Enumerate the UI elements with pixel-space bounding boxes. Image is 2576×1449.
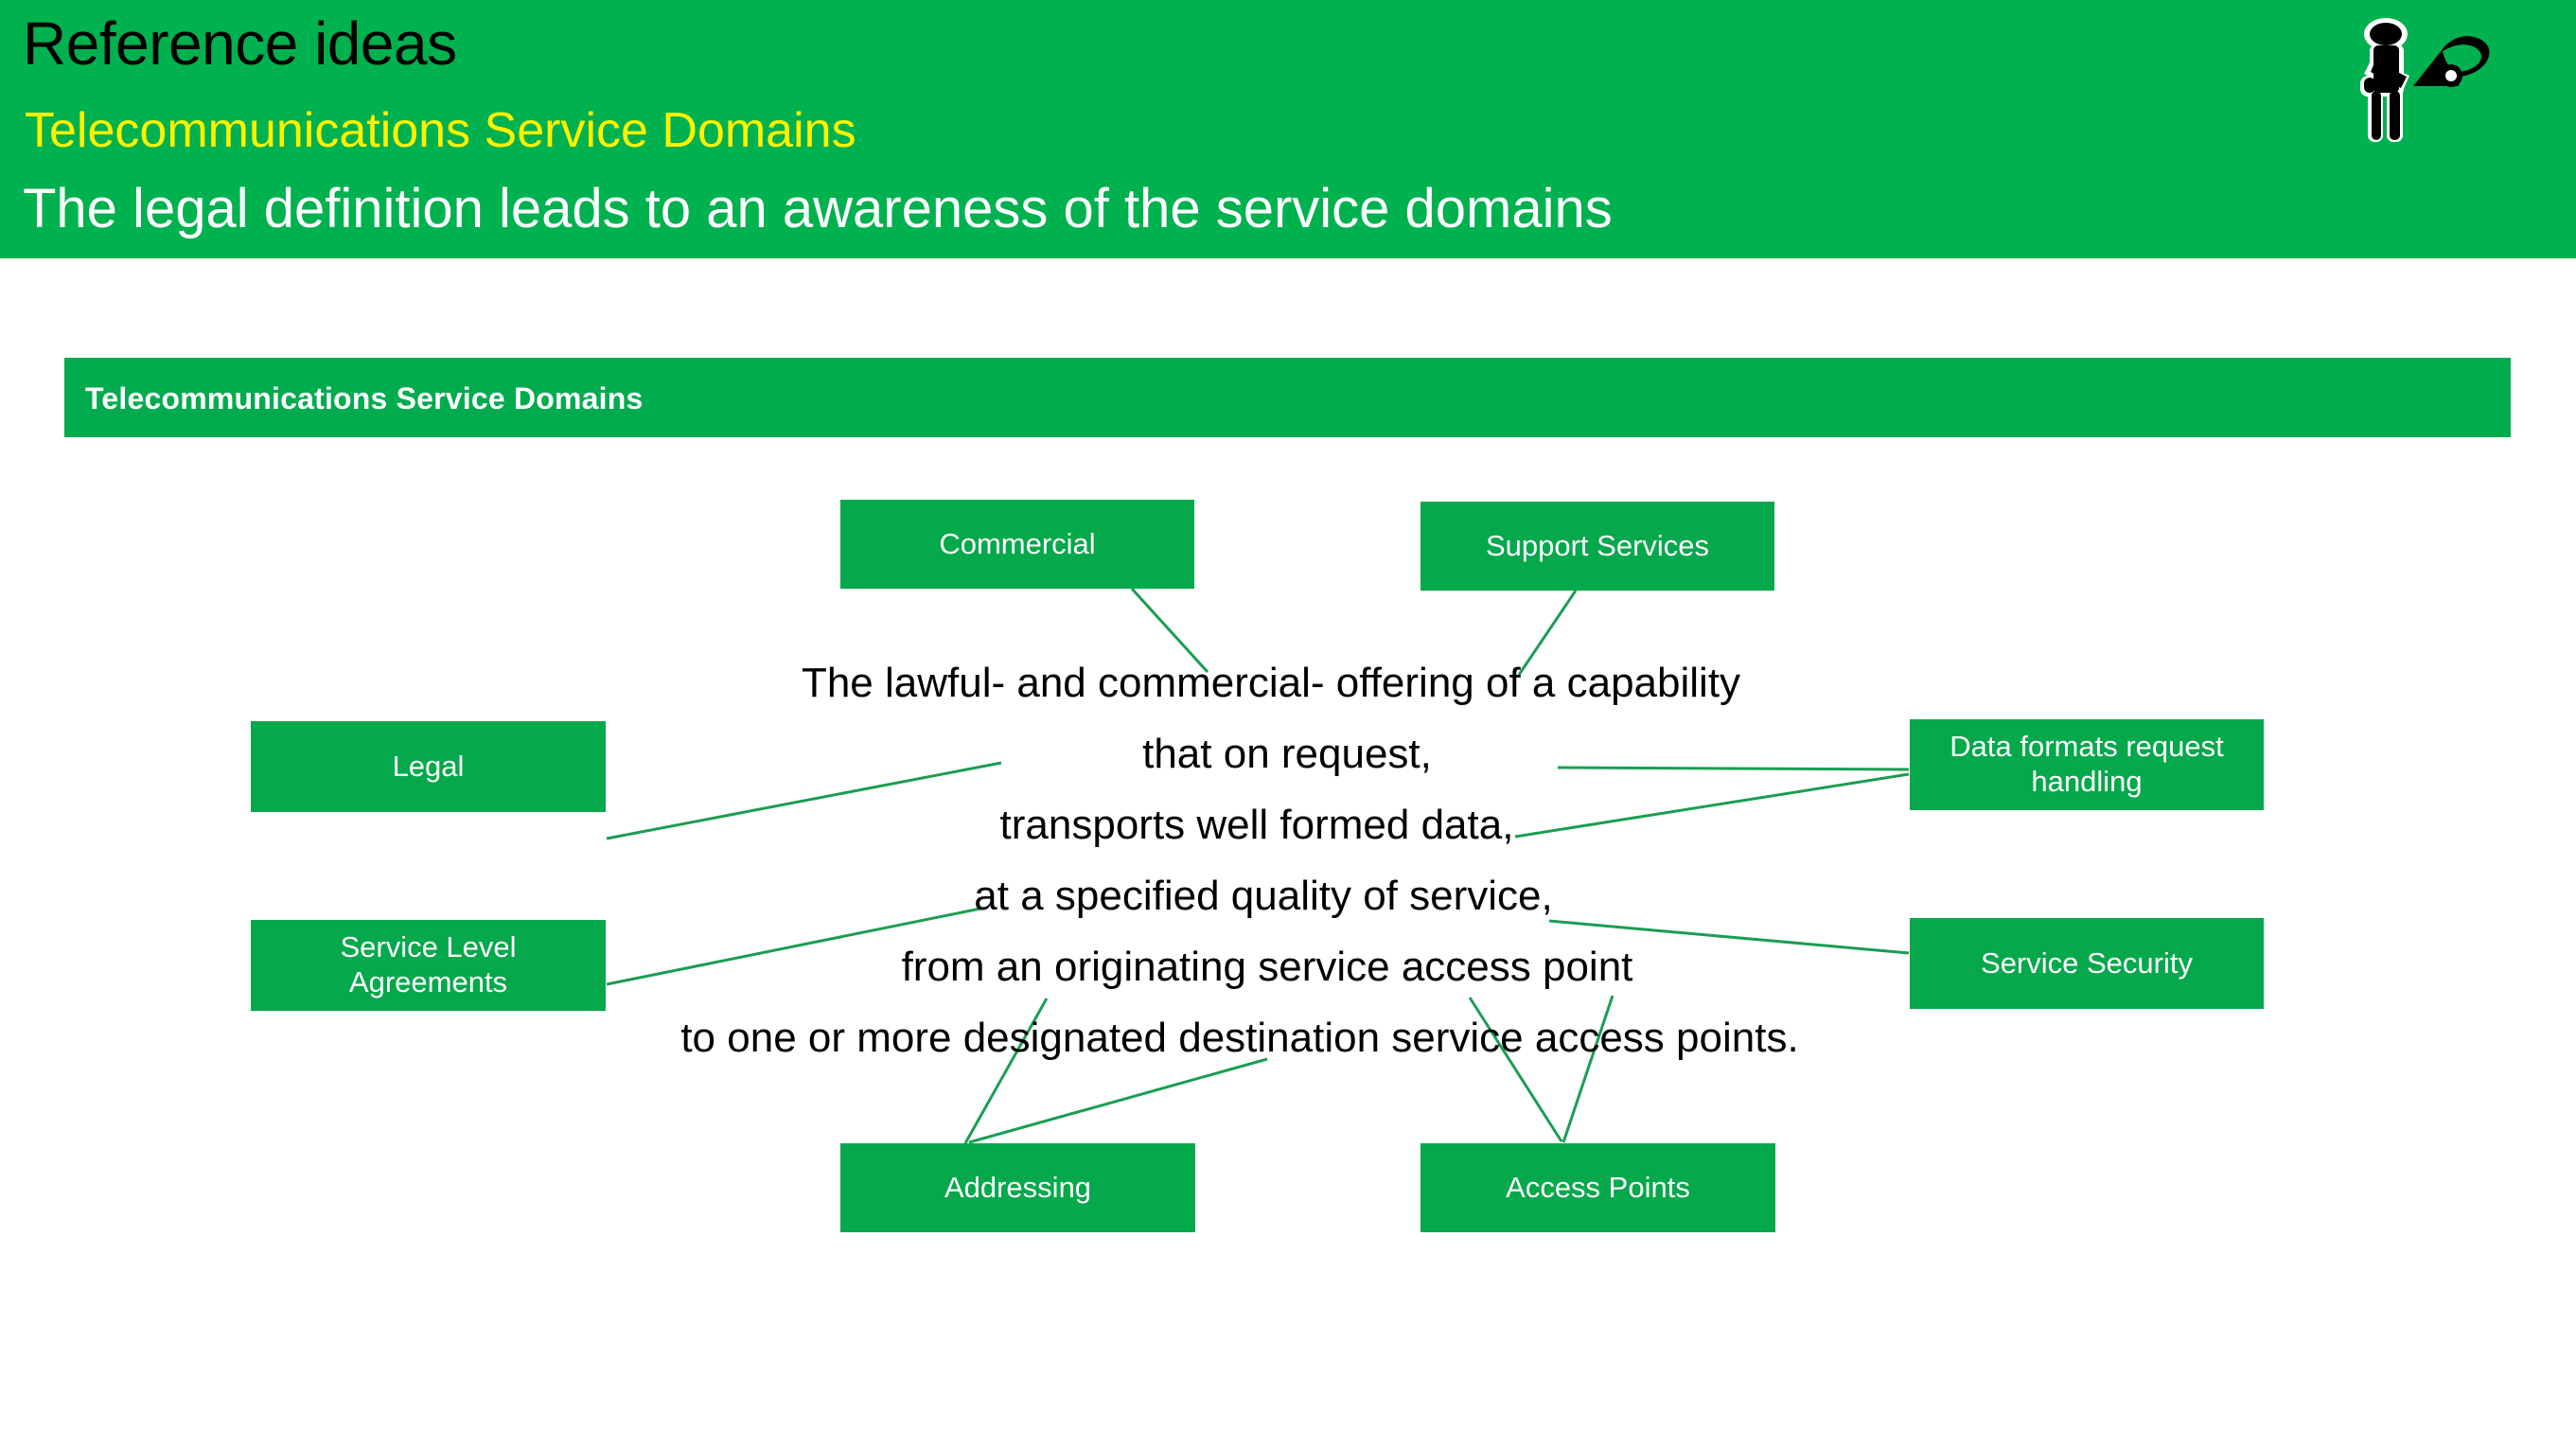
- node-support-services[interactable]: Support Services: [1420, 502, 1774, 591]
- service-definition-text: The lawful- and commercial- offering of …: [680, 660, 1836, 1088]
- node-label: Legal: [392, 749, 465, 783]
- page-title: Reference ideas: [23, 9, 457, 78]
- node-label: Addressing: [944, 1170, 1092, 1204]
- node-label: Data formats request handling: [1950, 730, 2224, 798]
- node-legal[interactable]: Legal: [251, 721, 606, 812]
- header-banner: Reference ideas Telecommunications Servi…: [0, 0, 2576, 258]
- node-data-formats-request-handling[interactable]: Data formats request handling: [1910, 719, 2264, 810]
- definition-line: to one or more designated destination se…: [680, 1015, 1799, 1061]
- section-header-label: Telecommunications Service Domains: [85, 381, 644, 415]
- header-subtitle: Telecommunications Service Domains: [25, 103, 856, 158]
- person-with-phone-icon: [2360, 18, 2490, 142]
- definition-line: that on request,: [1142, 731, 1432, 777]
- node-access-points[interactable]: Access Points: [1420, 1143, 1775, 1232]
- definition-line: The lawful- and commercial- offering of …: [801, 660, 1741, 706]
- section-header-bar: Telecommunications Service Domains: [64, 358, 2511, 437]
- definition-line: from an originating service access point: [901, 944, 1633, 990]
- node-label: Commercial: [939, 526, 1096, 560]
- definition-line: at a specified quality of service,: [974, 873, 1553, 919]
- node-addressing[interactable]: Addressing: [840, 1143, 1195, 1232]
- node-service-security[interactable]: Service Security: [1910, 918, 2264, 1009]
- node-service-level-agreements[interactable]: Service Level Agreements: [251, 920, 606, 1011]
- node-commercial[interactable]: Commercial: [840, 500, 1194, 589]
- node-label: Support Services: [1485, 528, 1710, 562]
- definition-line: transports well formed data,: [999, 802, 1514, 848]
- header-statement: The legal definition leads to an awarene…: [23, 178, 1613, 239]
- node-label: Service Level Agreements: [340, 930, 517, 998]
- node-label: Access Points: [1506, 1170, 1690, 1204]
- node-label: Service Security: [1981, 945, 2193, 980]
